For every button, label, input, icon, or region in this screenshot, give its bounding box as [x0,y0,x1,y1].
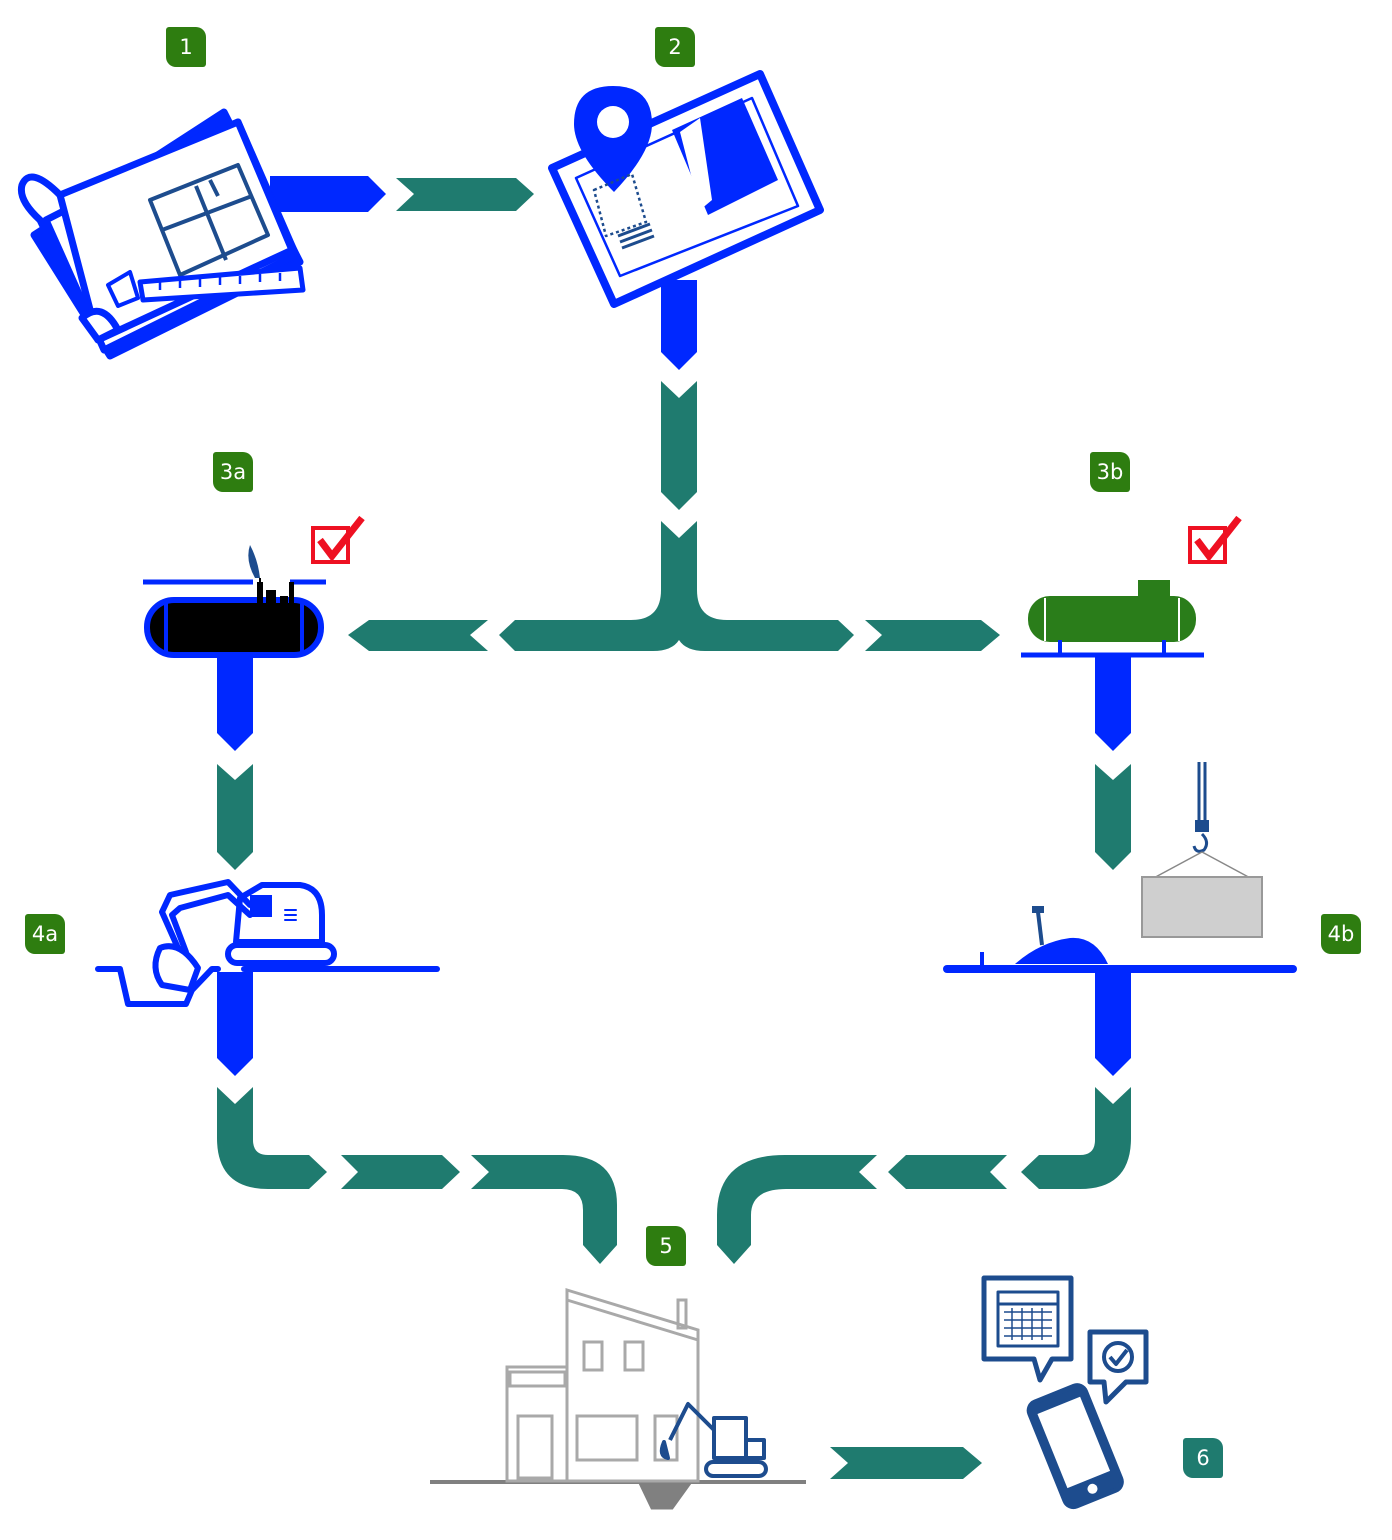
arrow-3a-down [217,764,253,870]
arrow-1-to-2 [396,178,534,211]
step-badge-5: 5 [646,1226,686,1266]
connector-4a-down [217,972,253,1076]
arrow-to-3a [348,620,488,651]
step-badge-3a: 3a [213,452,253,492]
arrow-4a-to-5 [471,1155,617,1264]
site-plan-location-icon [548,70,824,308]
excavator-icon [95,879,440,1007]
checkmark-3a-icon [311,515,365,564]
arrow-4a-mid [341,1155,460,1189]
arrow-4b-to-5 [717,1155,877,1264]
connector-3a-down [217,655,253,751]
arrow-to-3b [865,620,1000,651]
step-badge-6: 6 [1183,1438,1223,1478]
step-badge-4a: 4a [25,914,65,954]
connector-4b-down [1095,972,1131,1076]
step-badge-4b: 4b [1321,914,1361,954]
arrow-branch-split [499,521,854,651]
smartphone-calendar-icon [981,1275,1149,1510]
above-ground-tank-icon [1021,580,1204,658]
arrow-5-to-6 [830,1447,982,1479]
connector-2-down [661,280,697,370]
checkmark-3b-icon [1188,515,1242,564]
arrow-4b-mid [888,1155,1007,1189]
underground-tank-icon [143,545,326,658]
arrow-4b-turn [1021,1087,1131,1189]
connector-1-right [270,176,386,212]
step-badge-1: 1 [166,27,206,67]
connector-3b-down [1095,655,1131,751]
teal-arrows [217,178,1131,1479]
arrow-2-down-a [661,381,697,510]
small-excavator-icon [659,1402,768,1478]
crane-concrete-slab-icon [943,762,1297,973]
step-badge-2: 2 [655,27,695,67]
blueprint-plans-icon [17,108,306,360]
blue-connectors [217,176,1131,1076]
building-excavation-icon [430,1287,806,1510]
step-badge-3b: 3b [1090,452,1130,492]
arrow-4a-turn [217,1087,327,1189]
arrow-3b-down [1095,764,1131,870]
